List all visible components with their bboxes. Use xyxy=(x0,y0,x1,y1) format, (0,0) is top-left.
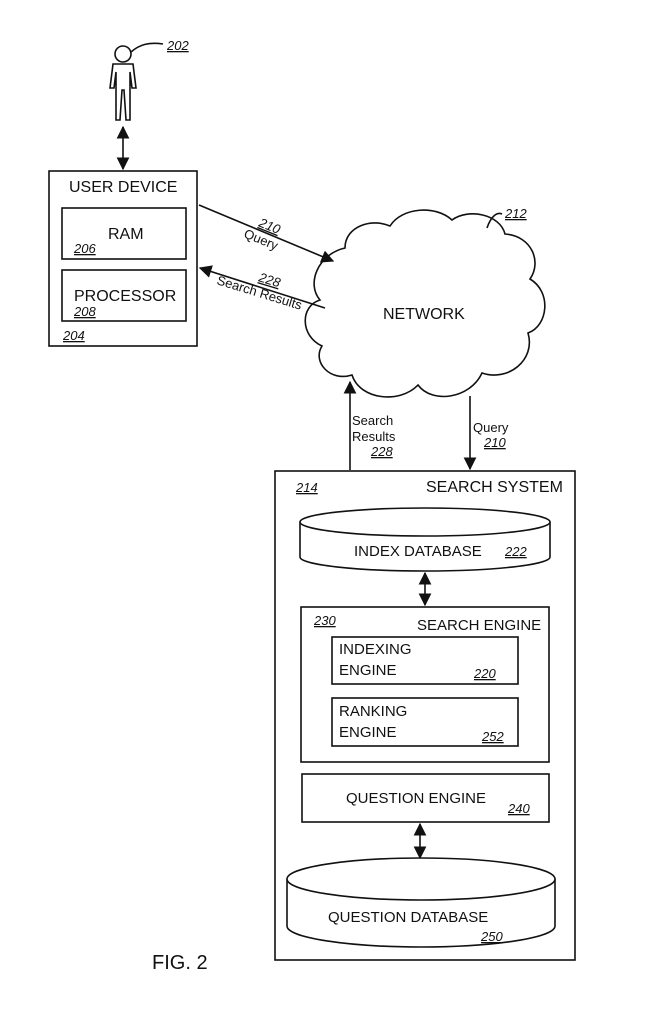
ram-box xyxy=(61,207,187,260)
indexing-engine-line1: INDEXING xyxy=(339,641,412,658)
results-up-ref: 228 xyxy=(370,444,393,459)
query-down-label: Query xyxy=(473,420,509,435)
user-person-icon xyxy=(109,45,137,121)
results-up-line2: Results xyxy=(352,429,396,444)
index-database-ref: 222 xyxy=(504,544,527,559)
index-database-label: INDEX DATABASE xyxy=(354,543,482,560)
indexing-engine-line2: ENGINE xyxy=(339,662,397,679)
ram-label: RAM xyxy=(108,226,144,243)
indexing-engine-ref: 220 xyxy=(473,666,496,681)
index-database: INDEX DATABASE 222 xyxy=(299,507,551,572)
search-system-title: SEARCH SYSTEM xyxy=(426,479,563,496)
user-device-title: USER DEVICE xyxy=(69,179,177,196)
user-ref: 202 xyxy=(166,38,189,53)
ram-ref: 206 xyxy=(73,241,96,256)
search-results-ref: 228 xyxy=(256,269,283,290)
processor-ref: 208 xyxy=(73,304,96,319)
question-engine-box: QUESTION ENGINE 240 xyxy=(301,773,550,823)
network-ref-leader xyxy=(486,212,503,229)
ranking-engine-line1: RANKING xyxy=(339,703,407,720)
question-database-ref: 250 xyxy=(480,929,503,944)
user-ref-leader xyxy=(130,42,164,53)
network-ref: 212 xyxy=(504,206,527,221)
question-engine-ref: 240 xyxy=(507,801,530,816)
search-engine-title: SEARCH ENGINE xyxy=(417,617,541,634)
search-system-box: SEARCH SYSTEM 214 INDEX DATABASE 222 SEA… xyxy=(274,470,576,961)
figure-caption: FIG. 2 xyxy=(152,952,208,974)
search-system-ref: 214 xyxy=(295,480,318,495)
ranking-engine-line2: ENGINE xyxy=(339,724,397,741)
question-database: QUESTION DATABASE 250 xyxy=(286,857,556,948)
query-arrow xyxy=(198,204,335,263)
indexing-engine-box xyxy=(331,636,519,685)
question-database-label: QUESTION DATABASE xyxy=(328,909,488,926)
search-results-arrow xyxy=(198,265,326,309)
user-device-box: USER DEVICE RAM 206 PROCESSOR 208 204 xyxy=(48,170,198,347)
question-engine-label: QUESTION ENGINE xyxy=(346,790,486,807)
network-cloud: NETWORK 212 xyxy=(304,206,546,398)
ranking-engine-box xyxy=(331,697,519,747)
search-engine-box: SEARCH ENGINE 230 INDEXING ENGINE 220 RA… xyxy=(300,606,550,763)
processor-box xyxy=(61,269,187,322)
user-device-ref: 204 xyxy=(62,328,85,343)
ranking-engine-ref: 252 xyxy=(481,729,504,744)
results-up-line1: Search xyxy=(352,413,393,428)
search-engine-ref: 230 xyxy=(313,613,336,628)
processor-label: PROCESSOR xyxy=(74,288,176,305)
network-label: NETWORK xyxy=(383,306,465,323)
query-down-ref: 210 xyxy=(483,435,506,450)
